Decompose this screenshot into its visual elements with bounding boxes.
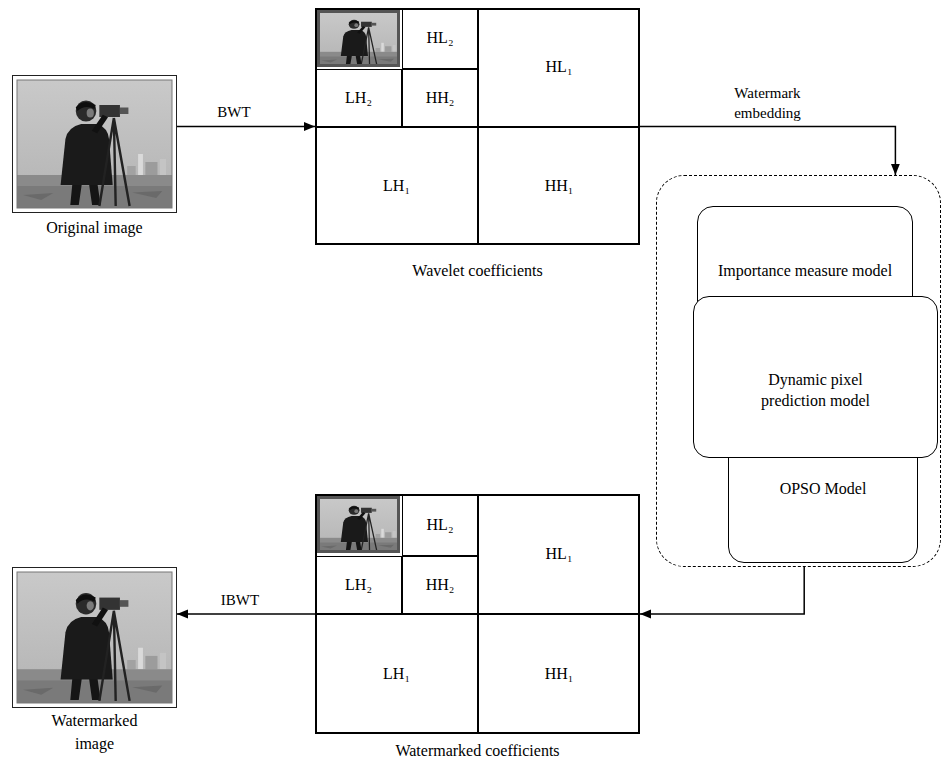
- box-label: LH₂: [345, 88, 372, 109]
- approximation-thumbnail: [318, 11, 399, 66]
- subband-cell: LH₁: [315, 614, 478, 734]
- figure-caption: Original image: [15, 216, 175, 239]
- edge-label-holder: IBWT: [200, 591, 280, 611]
- edge-label: BWT: [217, 103, 250, 123]
- box-label: LH₁: [383, 176, 410, 197]
- subband-cell: HH₂: [402, 556, 478, 614]
- subband-cell: HL₂: [402, 494, 478, 556]
- flow-arrow: [177, 613, 315, 615]
- subband-cell: HH₁: [478, 127, 640, 245]
- box-label: HL₁: [546, 57, 573, 78]
- box-label: HH₂: [426, 575, 455, 596]
- original-photo: [17, 80, 172, 208]
- watermarked-photo: [17, 572, 172, 703]
- flow-arrow: [640, 127, 895, 176]
- figure-caption: Wavelet coefficients: [328, 259, 628, 282]
- box-label: HH₁: [545, 176, 574, 197]
- image-frame: Watermarked image: [12, 567, 177, 708]
- subband-cell: HL₁: [478, 8, 640, 127]
- box-label: HH₂: [426, 88, 455, 109]
- box-label: HL₂: [427, 515, 454, 536]
- edge-label: IBWT: [221, 591, 259, 611]
- box-label: HH₁: [545, 664, 574, 685]
- box-label: Dynamic pixel prediction model: [753, 370, 878, 412]
- model-box: Dynamic pixel prediction model: [693, 296, 938, 458]
- subband-cell: HH₁: [478, 614, 640, 734]
- subband-cell: HL₂: [402, 8, 478, 69]
- watermarked-thumbnail: [318, 497, 399, 552]
- subband-cell: HH₂: [402, 69, 478, 127]
- coefficient-grid: Watermarked coefficientsHL₂LH₂HH₂HL₁LH₁H…: [315, 494, 640, 734]
- box-label: HL₂: [427, 28, 454, 49]
- edge-label-holder: BWT: [194, 103, 274, 123]
- subband-cell: LH₂: [315, 556, 402, 614]
- model-box: OPSO Model: [728, 441, 918, 563]
- box-label: LH₁: [383, 664, 410, 685]
- edge-label-holder: Watermark embedding: [715, 84, 820, 123]
- flow-arrow: [177, 126, 315, 128]
- coefficient-grid: Wavelet coefficientsHL₂LH₂HH₂HL₁LH₁HH₁: [315, 8, 640, 245]
- box-label: Importance measure model: [718, 261, 892, 282]
- subband-cell: LH₁: [315, 127, 478, 245]
- edge-label: Watermark embedding: [715, 84, 820, 123]
- figure-caption: Watermarked coefficients: [328, 739, 628, 762]
- subband-cell: LH₂: [315, 69, 402, 127]
- subband-cell: HL₁: [478, 494, 640, 614]
- box-label: LH₂: [345, 575, 372, 596]
- box-label: OPSO Model: [780, 479, 867, 500]
- box-label: HL₁: [546, 544, 573, 565]
- embedding-module-group: Importance measure modelDynamic pixel pr…: [656, 175, 941, 567]
- flow-arrow: [640, 567, 804, 614]
- image-frame: Original image: [12, 75, 177, 213]
- figure-caption: Watermarked image: [37, 709, 152, 755]
